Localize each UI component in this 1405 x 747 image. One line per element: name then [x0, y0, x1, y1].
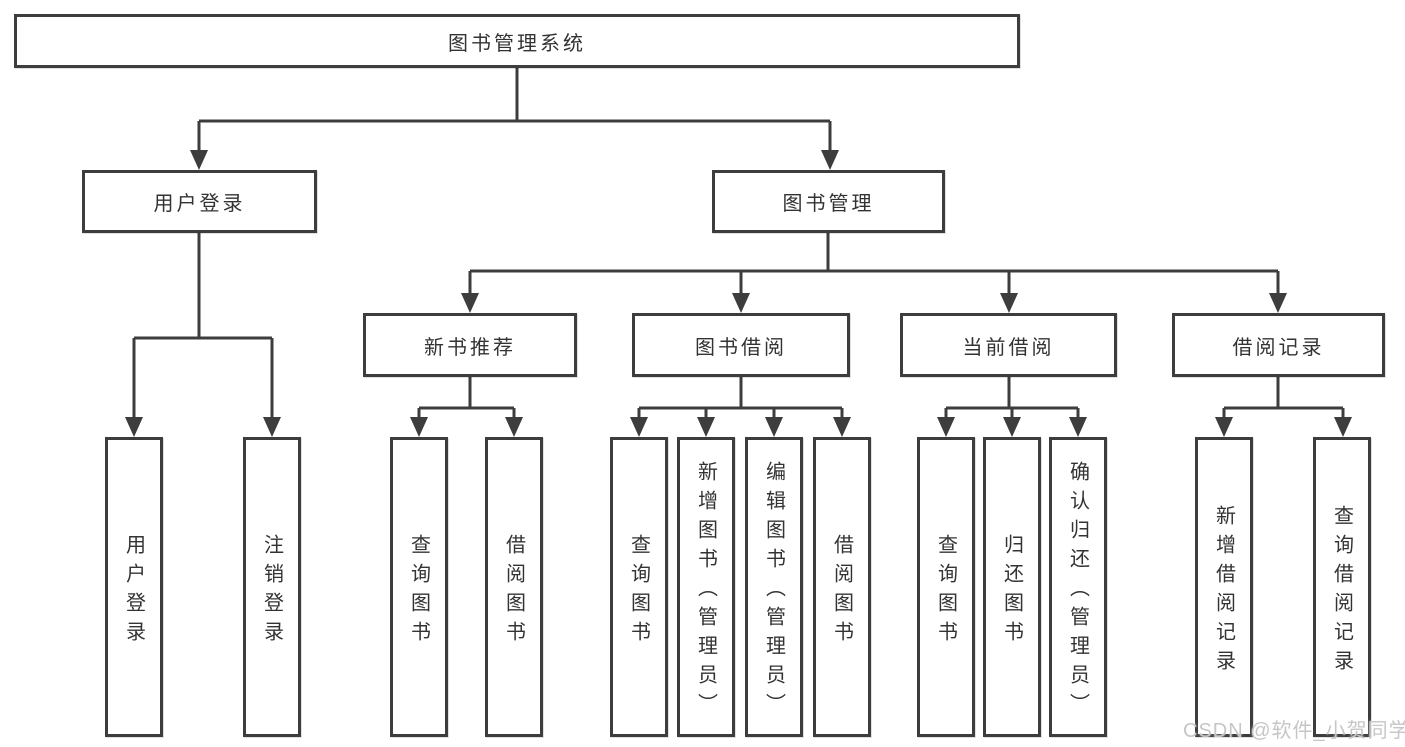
leaf-label: 注销登录 [260, 533, 283, 650]
connector-current-borrow-children [944, 377, 1080, 423]
node-label: 借阅记录 [1232, 336, 1325, 359]
leaf-edit-books-admin: 编辑图书（管理员） [745, 437, 803, 737]
leaf-add-books-admin: 新增图书（管理员） [677, 437, 735, 737]
arrowheads-level3 [461, 293, 1287, 313]
leaf-user-login: 用户登录 [105, 437, 163, 737]
leaf-query-books-borrow: 查询图书 [610, 437, 668, 737]
arrowheads-leaf-row [410, 417, 1352, 437]
node-current-borrow: 当前借阅 [900, 313, 1117, 377]
node-new-book-recommend: 新书推荐 [363, 313, 577, 377]
leaf-logout: 注销登录 [243, 437, 301, 737]
leaf-label: 借阅图书 [830, 533, 853, 650]
leaf-query-borrow-record: 查询借阅记录 [1313, 437, 1371, 737]
node-label: 用户登录 [153, 193, 246, 215]
leaf-label: 新增图书（管理员） [694, 461, 717, 722]
leaf-label: 编辑图书（管理员） [762, 461, 785, 722]
leaf-label: 用户登录 [122, 533, 145, 650]
leaf-query-books-recommend: 查询图书 [390, 437, 448, 737]
leaf-label: 确认归还（管理员） [1066, 461, 1089, 722]
node-user-login: 用户登录 [82, 170, 317, 233]
leaf-label: 借阅图书 [502, 533, 525, 650]
leaf-query-books-current: 查询图书 [917, 437, 975, 737]
leaf-label: 新增借阅记录 [1212, 504, 1235, 679]
node-label: 新书推荐 [424, 336, 516, 359]
leaf-confirm-return-admin: 确认归还（管理员） [1049, 437, 1107, 737]
arrowheads-user-login-leaves [125, 417, 281, 437]
csdn-watermark: CSDN @软件_小贺同学 [1183, 720, 1405, 742]
node-label: 图书管理系统 [448, 32, 586, 55]
node-root-library-system: 图书管理系统 [14, 14, 1020, 68]
connector-borrow-records-children [1222, 377, 1345, 423]
connector-user-login-children [132, 233, 274, 423]
leaf-return-books: 归还图书 [983, 437, 1041, 737]
node-label: 图书管理 [782, 193, 875, 215]
node-label: 图书借阅 [695, 336, 787, 359]
connector-book-management-children [468, 233, 1280, 299]
node-borrow-records: 借阅记录 [1172, 313, 1385, 377]
connector-book-borrow-children [637, 377, 844, 423]
arrowheads-level2 [190, 150, 839, 170]
leaf-borrow-books: 借阅图书 [813, 437, 871, 737]
leaf-label: 归还图书 [1000, 533, 1023, 650]
connector-new-book-recommend-children [417, 377, 516, 423]
node-book-borrow: 图书借阅 [632, 313, 850, 377]
leaf-label: 查询借阅记录 [1330, 504, 1353, 679]
node-book-management: 图书管理 [712, 170, 945, 233]
leaf-add-borrow-record: 新增借阅记录 [1195, 437, 1253, 737]
leaf-label: 查询图书 [934, 533, 957, 650]
leaf-label: 查询图书 [627, 533, 650, 650]
connector-root-to-level2 [197, 68, 832, 156]
node-label: 当前借阅 [962, 336, 1055, 359]
leaf-borrow-books-recommend: 借阅图书 [485, 437, 543, 737]
leaf-label: 查询图书 [407, 533, 430, 650]
